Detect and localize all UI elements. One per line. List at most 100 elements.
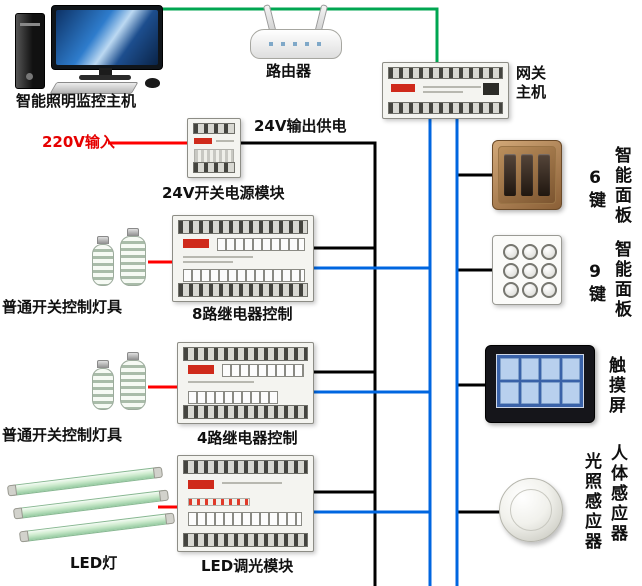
- brand-logo: [194, 138, 212, 144]
- screen-tile: [520, 382, 539, 404]
- monitor-base: [79, 75, 131, 80]
- bulb-coil: [120, 236, 146, 286]
- lamp-group-1-label: 普通开关控制灯具: [2, 298, 123, 316]
- panel-key: [522, 244, 538, 260]
- relay4-label: 4路继电器控制: [197, 429, 298, 447]
- panel6-key-label: 6键: [585, 168, 605, 211]
- pc-monitor: [51, 5, 163, 70]
- bulb-coil: [120, 360, 146, 410]
- bulb-coil: [92, 368, 114, 410]
- panel-key: [503, 244, 519, 260]
- channel-button-row: [183, 269, 305, 282]
- cfl-bulb: [92, 236, 114, 286]
- terminal-strip: [178, 283, 308, 297]
- gateway-label: 网关 主机: [516, 64, 546, 102]
- mains-input-label: 220V输入: [42, 133, 115, 151]
- panel-key: [522, 263, 538, 279]
- router-device: [250, 4, 345, 62]
- panel-key: [503, 263, 519, 279]
- smart-panel-6key-device: [492, 140, 562, 210]
- router-body: [250, 29, 342, 59]
- brand-logo: [183, 239, 209, 248]
- gateway-device: [382, 62, 509, 119]
- indicator-led-row: [188, 498, 250, 506]
- computer-label: 智能照明监控主机: [16, 92, 137, 110]
- screen-tile: [561, 358, 580, 380]
- panel-key: [522, 282, 538, 298]
- panel-key: [541, 263, 557, 279]
- panel-key: [541, 282, 557, 298]
- lamp-group-2: [92, 352, 150, 416]
- gateway-label-line1: 网关: [516, 64, 547, 82]
- channel-button-row: [188, 391, 278, 404]
- router-leds: [269, 42, 323, 46]
- lamp-group-2-label: 普通开关控制灯具: [2, 426, 123, 444]
- lamp-group-1: [92, 228, 150, 292]
- dimmer-label: LED调光模块: [201, 557, 294, 575]
- terminal-strip: [388, 67, 503, 79]
- panel9-key-label: 9键: [585, 262, 605, 305]
- bulb-base: [97, 236, 109, 244]
- cfl-bulb: [92, 360, 114, 410]
- pc-drive-slot: [20, 23, 40, 26]
- router-label: 路由器: [266, 62, 312, 80]
- cfl-bulb: [120, 352, 146, 410]
- status-display: [483, 83, 499, 95]
- pc-power-button: [26, 73, 33, 80]
- terminal-strip: [388, 102, 503, 114]
- terminal-strip: [183, 347, 308, 361]
- rocker-button: [538, 154, 550, 196]
- channel-switch-row: [222, 364, 304, 377]
- bulb-base: [127, 228, 139, 236]
- dimmer-device: [177, 455, 314, 552]
- panel9-name-label: 智能面板: [611, 240, 631, 320]
- panel-key: [503, 282, 519, 298]
- light-sensor-label: 光照感应器: [581, 452, 601, 552]
- pc-screen: [56, 10, 158, 65]
- touchscreen-device: [485, 345, 595, 423]
- pc-tower: [15, 13, 45, 89]
- rocker-button: [504, 154, 516, 196]
- led-tube: [7, 466, 163, 497]
- screen-tile: [520, 358, 539, 380]
- pc-mouse: [145, 78, 160, 88]
- channel-switch-row: [217, 238, 305, 251]
- sensor-ring: [510, 489, 552, 531]
- terminal-strip: [183, 533, 308, 547]
- detail-line: [188, 381, 254, 383]
- monitoring-host-device: [15, 5, 165, 94]
- detail-line: [183, 256, 253, 258]
- rocker-button: [521, 154, 533, 196]
- screen-tile: [541, 382, 560, 404]
- detail-line: [183, 261, 233, 263]
- psu-device: [187, 118, 241, 178]
- led-tube: [13, 489, 169, 520]
- gateway-label-line2: 主机: [516, 82, 547, 101]
- led-label: LED灯: [70, 554, 118, 572]
- brand-logo: [188, 365, 214, 374]
- terminal-strip: [193, 123, 235, 134]
- detail-line: [216, 140, 234, 142]
- sensor-device: [499, 478, 563, 542]
- touchscreen-label: 触摸屏: [605, 356, 625, 416]
- bulb-coil: [92, 244, 114, 286]
- detail-line: [222, 482, 282, 484]
- brand-logo: [391, 84, 415, 92]
- bulb-base: [97, 360, 109, 368]
- network-wire: [148, 7, 439, 64]
- key-grid: [503, 244, 557, 298]
- psu-label: 24V开关电源模块: [162, 184, 285, 202]
- psu-output-label: 24V输出供电: [254, 117, 347, 135]
- panel6-name-label: 智能面板: [611, 146, 631, 226]
- relay8-device: [172, 215, 314, 302]
- led-tube-group: [7, 466, 176, 552]
- bulb-base: [127, 352, 139, 360]
- screen-tile: [561, 382, 580, 404]
- terminal-strip: [183, 405, 308, 419]
- power-bus-wire: [239, 141, 377, 586]
- touchscreen-screen: [496, 354, 584, 408]
- channel-button-row: [188, 512, 302, 526]
- relay4-device: [177, 342, 314, 424]
